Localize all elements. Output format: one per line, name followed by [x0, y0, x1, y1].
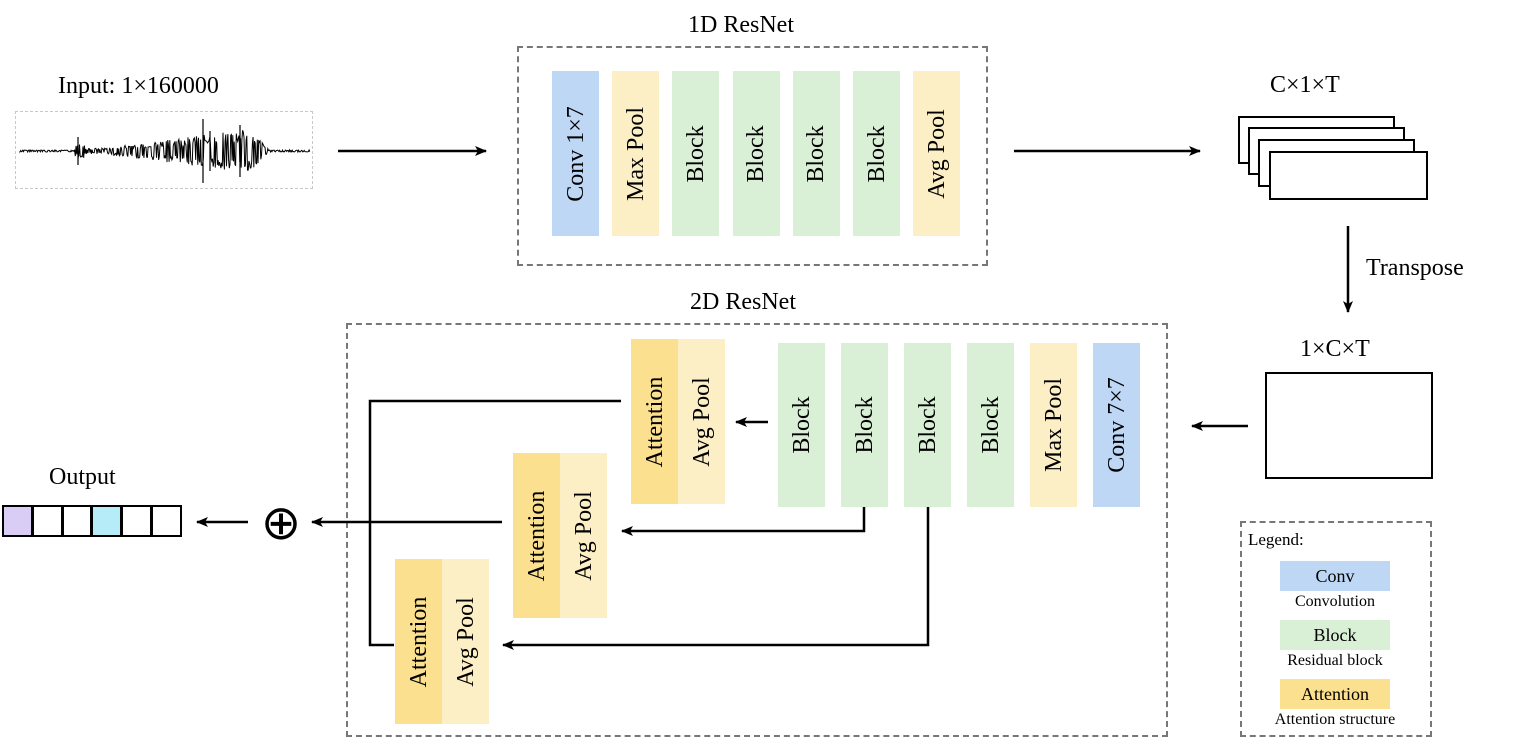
feature-map-1-label: C×1×T [1270, 72, 1340, 98]
avg-pool-block: Avg Pool [560, 453, 607, 618]
resnet1d-layer-block: Block [792, 71, 840, 236]
avg-pool-block: Avg Pool [678, 339, 725, 504]
legend-caption: Attention structure [1274, 711, 1396, 728]
attention-block-label: Attention [405, 596, 432, 687]
output-cell [61, 505, 93, 537]
resnet2d-layer-pool: Max Pool [1030, 343, 1077, 507]
legend-caption: Convolution [1294, 593, 1375, 610]
attention-block: Attention [395, 559, 442, 724]
attention-block: Attention [513, 453, 560, 618]
resnet1d-layer-pool-label: Avg Pool [923, 108, 950, 199]
resnet1d-layer-conv: Conv 1×7 [552, 71, 599, 236]
legend-swatch: Block [1280, 620, 1390, 650]
legend-caption: Residual block [1287, 652, 1383, 669]
output-cell [151, 505, 182, 537]
output-cell [31, 505, 63, 537]
attention-block-label: Attention [641, 376, 668, 467]
resnet2d-layer-block-label: Block [851, 396, 878, 454]
resnet2d-frame [346, 323, 1168, 737]
avg-pool-block: Avg Pool [442, 559, 489, 724]
sum-icon: ⊕ [260, 495, 302, 551]
feature-map-2-box [1265, 372, 1433, 479]
resnet1d-layer-block-label: Block [682, 124, 709, 183]
resnet2d-layer-conv-label: Conv 7×7 [1103, 377, 1130, 473]
resnet1d-layer-pool-label: Max Pool [622, 106, 649, 201]
resnet2d-layer-block: Block [904, 343, 951, 507]
resnet2d-layer-block-label: Block [977, 396, 1004, 454]
attention-block-label: Attention [523, 490, 550, 581]
resnet2d-layer-block: Block [778, 343, 825, 507]
resnet1d-layer-pool: Avg Pool [913, 71, 961, 236]
feature-map-2-label: 1×C×T [1300, 336, 1370, 362]
resnet1d-title: 1D ResNet [688, 12, 794, 38]
resnet2d-layer-block: Block [841, 343, 888, 507]
resnet2d-layer-conv: Conv 7×7 [1093, 343, 1140, 507]
resnet1d-layer-block: Block [853, 71, 900, 236]
resnet2d-layer-block-label: Block [788, 396, 815, 454]
resnet1d-frame [517, 46, 988, 266]
legend-swatch: Conv [1280, 561, 1390, 591]
avg-pool-block-label: Avg Pool [570, 490, 597, 581]
input-waveform-frame [15, 111, 313, 189]
legend-swatch: Attention [1280, 679, 1390, 709]
feature-map-1-sheet [1269, 151, 1428, 200]
transpose-label: Transpose [1366, 255, 1464, 281]
resnet1d-layer-block: Block [732, 71, 780, 236]
avg-pool-block-label: Avg Pool [452, 596, 479, 687]
output-cell [121, 505, 152, 537]
resnet1d-layer-block-label: Block [803, 124, 830, 183]
resnet2d-layer-block-label: Block [914, 396, 941, 454]
resnet1d-layer-block: Block [672, 71, 720, 236]
output-label: Output [49, 464, 116, 490]
resnet1d-layer-pool: Max Pool [612, 71, 660, 236]
legend-title: Legend: [1248, 530, 1304, 549]
resnet2d-layer-block: Block [967, 343, 1014, 507]
attention-block: Attention [631, 339, 678, 504]
legend-frame [1240, 521, 1432, 737]
resnet1d-layer-block-label: Block [863, 124, 890, 183]
output-cell [91, 505, 123, 537]
output-cell [2, 505, 33, 537]
resnet2d-layer-pool-label: Max Pool [1040, 377, 1067, 473]
resnet1d-layer-conv-label: Conv 1×7 [562, 105, 589, 202]
input-label: Input: 1×160000 [58, 73, 219, 99]
avg-pool-block-label: Avg Pool [688, 376, 715, 467]
resnet1d-layer-block-label: Block [743, 124, 770, 183]
resnet2d-title: 2D ResNet [690, 289, 796, 315]
